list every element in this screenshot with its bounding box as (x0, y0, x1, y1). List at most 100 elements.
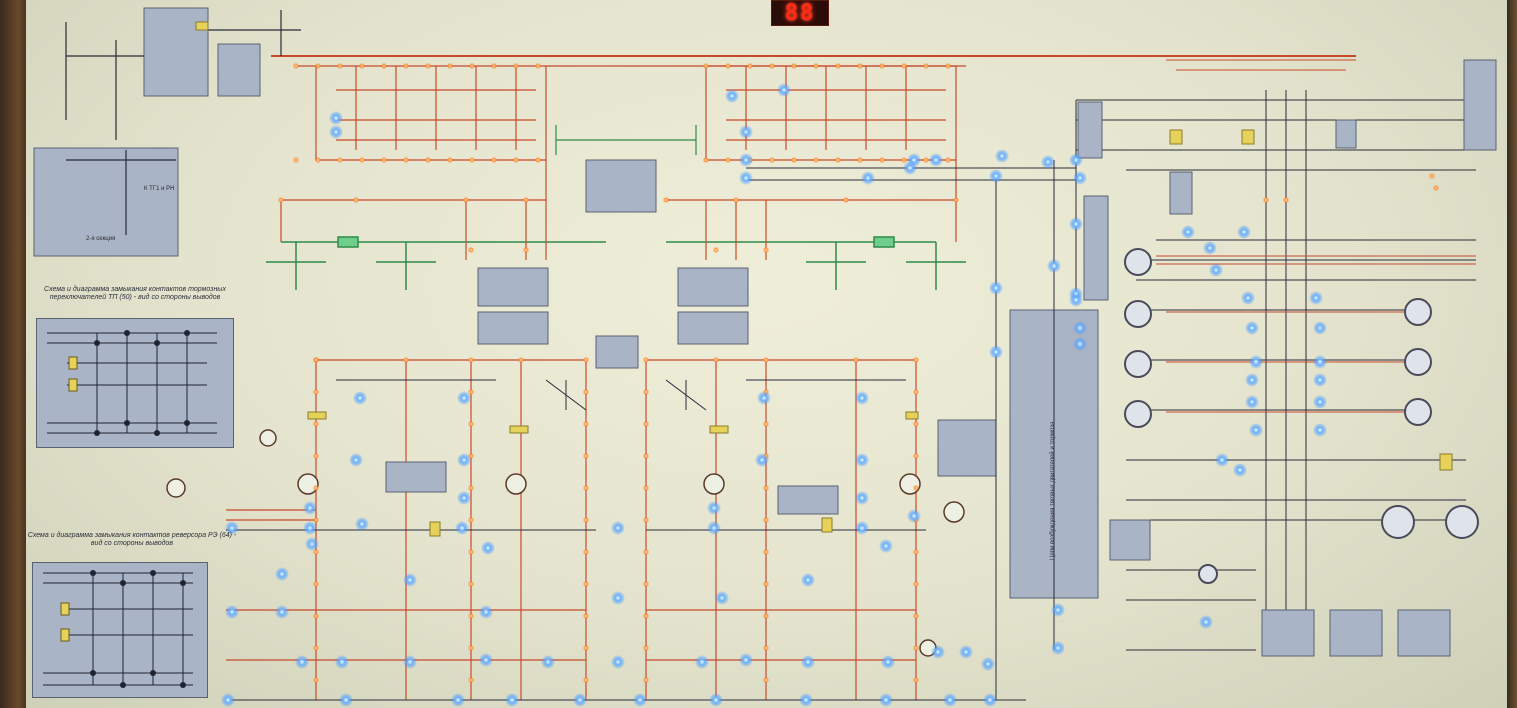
indicator-led-icon (702, 62, 710, 70)
indicator-led-icon (1233, 463, 1247, 477)
indicator-led-icon (739, 125, 753, 139)
indicator-led-icon (801, 655, 815, 669)
indicator-led-icon (768, 62, 776, 70)
indicator-led-icon (642, 388, 650, 396)
indicator-led-icon (358, 62, 366, 70)
indicator-led-icon (402, 62, 410, 70)
center-bridge (555, 125, 697, 155)
indicator-led-icon (1203, 241, 1217, 255)
indicator-led-icon (879, 539, 893, 553)
indicator-led-icon (709, 693, 723, 707)
indicator-led-icon (725, 89, 739, 103)
indicator-led-icon (355, 517, 369, 531)
indicator-led-icon (878, 62, 886, 70)
motor-icon (1124, 248, 1152, 276)
indicator-led-icon (275, 567, 289, 581)
indicator-led-icon (312, 388, 320, 396)
coil-icon (1169, 129, 1183, 145)
indicator-led-icon (329, 111, 343, 125)
battery-block-1 (1261, 609, 1315, 657)
indicator-led-icon (457, 491, 471, 505)
indicator-led-icon (225, 521, 239, 535)
indicator-led-icon (702, 156, 710, 164)
indicator-led-icon (662, 196, 670, 204)
indicator-led-icon (834, 62, 842, 70)
indicator-led-icon (732, 196, 740, 204)
digit-display: 88 (771, 0, 829, 26)
indicator-led-icon (611, 521, 625, 535)
indicator-led-icon (467, 644, 475, 652)
indicator-led-icon (912, 580, 920, 588)
indicator-led-icon (801, 573, 815, 587)
indicator-led-icon (1309, 291, 1323, 305)
motor-icon (166, 478, 186, 498)
indicator-led-icon (762, 516, 770, 524)
indicator-led-icon (479, 605, 493, 619)
coil-icon (905, 411, 919, 420)
indicator-led-icon (534, 156, 542, 164)
indicator-led-icon (462, 196, 470, 204)
indicator-led-icon (1249, 423, 1263, 437)
indicator-led-icon (490, 62, 498, 70)
tg-reference-label: К ТГ1 и РН (144, 186, 175, 192)
indicator-led-icon (912, 548, 920, 556)
indicator-led-icon (424, 156, 432, 164)
surge-arrester-block (217, 43, 261, 97)
coil-icon (1439, 453, 1453, 471)
indicator-led-icon (762, 484, 770, 492)
indicator-led-icon (611, 591, 625, 605)
brake-switch-diagram (47, 330, 217, 436)
indicator-led-icon (707, 521, 721, 535)
indicator-led-icon (762, 676, 770, 684)
indicator-led-icon (277, 196, 285, 204)
auxiliary-relay-block (1077, 101, 1103, 159)
indicator-led-icon (812, 156, 820, 164)
indicator-led-icon (912, 484, 920, 492)
left-resistor-bank (315, 66, 547, 161)
indicator-led-icon (582, 388, 590, 396)
indicator-led-icon (943, 693, 957, 707)
indicator-led-icon (746, 62, 754, 70)
indicator-led-icon (1432, 184, 1440, 192)
indicator-led-icon (912, 612, 920, 620)
battery-block-3 (1397, 609, 1451, 657)
indicator-led-icon (715, 591, 729, 605)
auxiliary-circuits-right (1076, 90, 1476, 651)
indicator-led-icon (642, 356, 650, 364)
indicator-led-icon (312, 356, 320, 364)
indicator-led-icon (762, 644, 770, 652)
indicator-led-icon (467, 484, 475, 492)
indicator-led-icon (799, 693, 813, 707)
pantograph-control-block (143, 7, 209, 97)
auxiliary-switch-block (1169, 171, 1193, 215)
indicator-led-icon (790, 156, 798, 164)
indicator-led-icon (739, 653, 753, 667)
coil-icon (1241, 129, 1255, 145)
second-section-label: 2-я секция (86, 236, 116, 242)
indicator-led-icon (1209, 263, 1223, 277)
indicator-led-icon (855, 491, 869, 505)
indicator-led-icon (642, 644, 650, 652)
indicator-led-icon (739, 153, 753, 167)
indicator-led-icon (446, 156, 454, 164)
indicator-led-icon (981, 657, 995, 671)
indicator-led-icon (225, 605, 239, 619)
indicator-led-icon (403, 573, 417, 587)
indicator-led-icon (1249, 355, 1263, 369)
upper-legend-caption: Схема и диаграмма замыкания контактов то… (44, 286, 226, 301)
indicator-led-icon (707, 501, 721, 515)
indicator-led-icon (739, 171, 753, 185)
indicator-led-icon (611, 655, 625, 669)
indicator-led-icon (467, 420, 475, 428)
indicator-led-icon (834, 156, 842, 164)
indicator-led-icon (582, 356, 590, 364)
indicator-led-icon (855, 521, 869, 535)
reverser-block-lower-left (477, 311, 549, 345)
indicator-led-icon (312, 644, 320, 652)
indicator-led-icon (275, 605, 289, 619)
motor-icon (1404, 298, 1432, 326)
indicator-led-icon (856, 62, 864, 70)
indicator-led-icon (1245, 395, 1259, 409)
coil-icon (429, 521, 441, 537)
indicator-led-icon (329, 125, 343, 139)
